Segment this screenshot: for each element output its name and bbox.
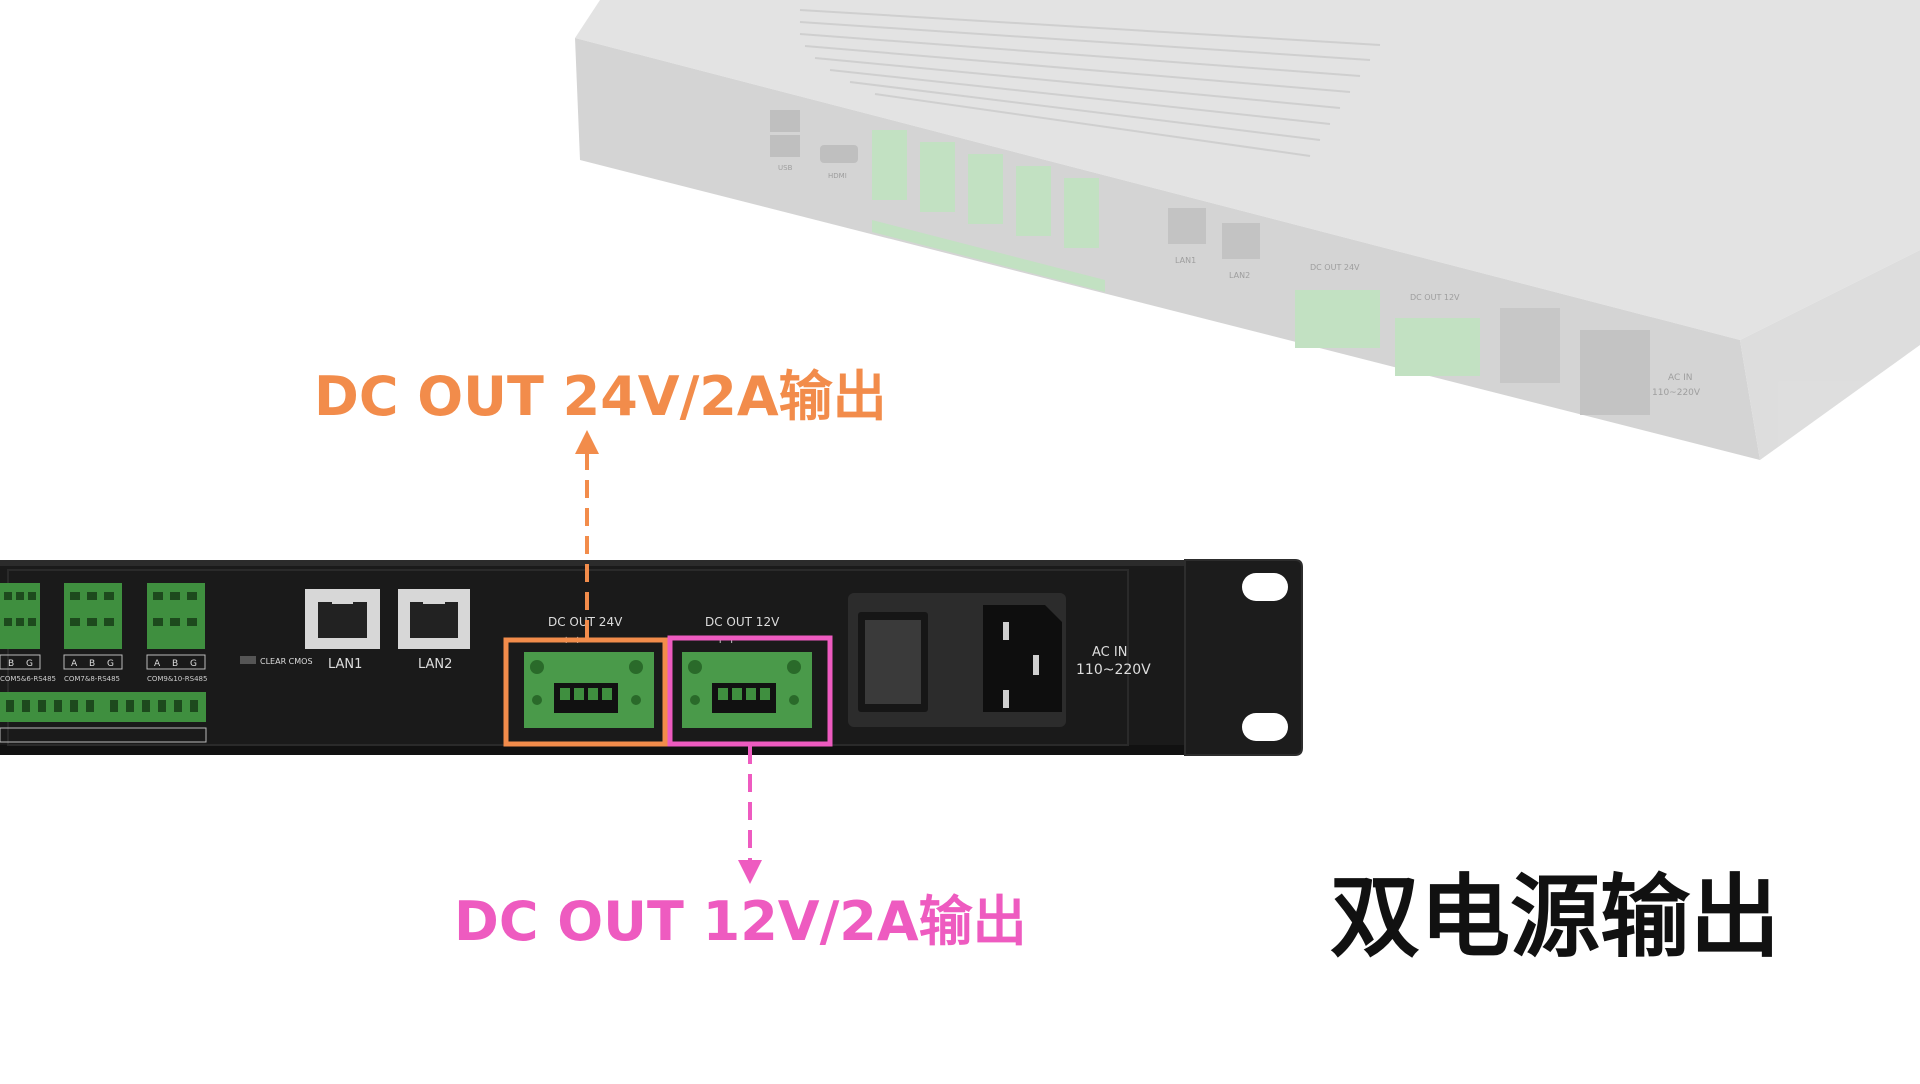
dc-out-12v-terminal <box>682 652 812 728</box>
ac-in-label: AC IN <box>1092 645 1127 660</box>
power-switch-faded <box>1500 308 1560 383</box>
ac-in-label-faded: AC IN <box>1668 373 1693 383</box>
page-title: 双电源输出 <box>1330 865 1780 970</box>
dc24-label-faded: DC OUT 24V <box>1310 263 1360 272</box>
svg-text:B: B <box>89 659 95 669</box>
svg-text:G: G <box>107 659 114 669</box>
svg-text:A: A <box>71 659 78 669</box>
rack-ear <box>1184 559 1303 756</box>
dc24-callout-label: DC OUT 24V/2A输出 <box>314 365 887 428</box>
rack-ear-slot-bottom <box>1242 713 1288 741</box>
rack-ear-slot-top <box>1242 573 1288 601</box>
lan1-label-faded: LAN1 <box>1175 256 1196 265</box>
rear-panel: B G A B G A B G COM5&6-RS485 COM7&8-RS48… <box>0 559 1303 756</box>
dc24-terminal-faded <box>1295 290 1380 348</box>
dc-out-12v-panel-label: DC OUT 12V <box>705 615 780 629</box>
lan2-port-icon <box>1222 223 1260 259</box>
dc-out-24v-terminal <box>524 652 654 728</box>
heatsink-fins <box>799 9 1381 157</box>
front-ports: USB HDMI LAN1 LAN2 DC OUT 24V DC OUT 12V <box>770 110 1701 415</box>
com78-label: COM7&8-RS485 <box>64 675 120 683</box>
ac-socket-faded <box>1580 330 1650 415</box>
lan2-label-faded: LAN2 <box>1229 271 1250 280</box>
usb-label: USB <box>778 164 793 172</box>
panel-top-edge <box>0 560 1190 566</box>
lan1-port-icon <box>1168 208 1206 244</box>
dc12-highlight-box <box>667 635 833 747</box>
device-top-view: USB HDMI LAN1 LAN2 DC OUT 24V DC OUT 12V <box>575 0 1920 460</box>
ac-voltage-label-faded: 110~220V <box>1652 388 1701 398</box>
device-top-surface <box>575 0 1920 340</box>
svg-text:G: G <box>190 659 197 669</box>
svg-text:B: B <box>8 659 14 669</box>
svg-text:B: B <box>172 659 178 669</box>
lan1-port <box>305 589 380 649</box>
device-right-side <box>1740 250 1920 460</box>
svg-text:G: G <box>26 659 33 669</box>
ac-power-socket <box>983 605 1062 712</box>
lan1-label: LAN1 <box>328 657 362 672</box>
power-switch <box>858 612 928 712</box>
ac-voltage-label: 110~220V <box>1076 662 1151 678</box>
com910-label: COM9&10-RS485 <box>147 675 207 683</box>
abg-label-group: B G A B G A B G <box>0 654 206 670</box>
lan2-label: LAN2 <box>418 657 452 672</box>
hdmi-label: HDMI <box>828 172 847 180</box>
dc12-label-faded: DC OUT 12V <box>1410 293 1460 302</box>
usb-port-icon <box>770 135 800 157</box>
lan2-port <box>398 589 470 649</box>
dc24-highlight-box <box>503 637 668 747</box>
terminal-blocks-left: B G A B G A B G COM5&6-RS485 COM7&8-RS48… <box>0 583 207 743</box>
faded-terminal-block-row <box>872 130 1105 292</box>
digital-io-terminal-row <box>0 692 206 722</box>
panel-bottom-edge <box>0 745 1190 755</box>
dc12-callout-label: DC OUT 12V/2A输出 <box>454 890 1027 953</box>
hdmi-port-icon <box>820 145 858 163</box>
svg-text:A: A <box>154 659 161 669</box>
clear-cmos-button <box>240 656 256 664</box>
dc12-terminal-faded <box>1395 318 1480 376</box>
usb-port-icon <box>770 110 800 132</box>
com56-label: COM5&6-RS485 <box>0 675 56 683</box>
clear-cmos-label: CLEAR CMOS <box>260 657 313 666</box>
